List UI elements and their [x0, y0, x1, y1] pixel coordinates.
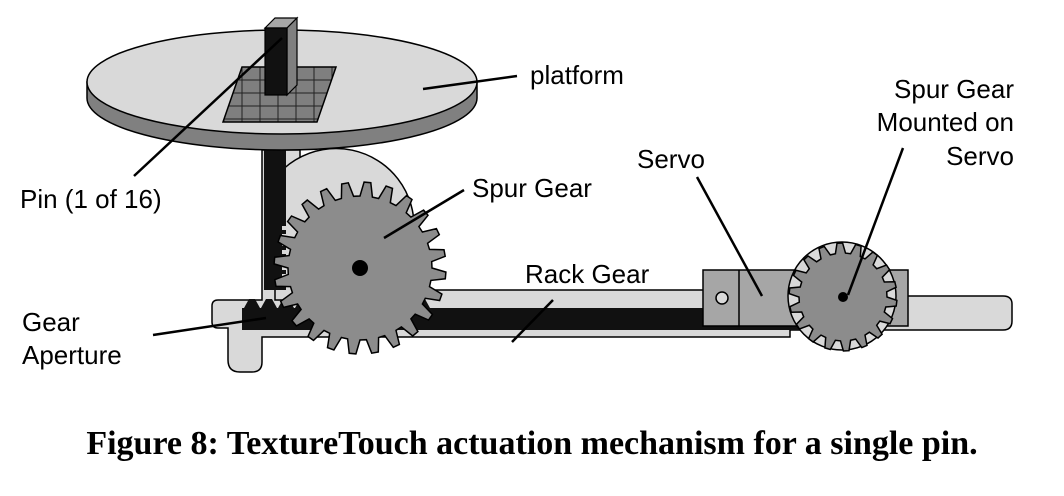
rack-gear-leader-line: [511, 299, 554, 343]
rack-tooth: [244, 299, 260, 308]
platform-leader-line: [422, 74, 518, 91]
platform-label: platform: [530, 60, 624, 90]
spur-gear-axle: [352, 260, 368, 276]
vertical-rack-tooth: [282, 226, 290, 230]
gear-aperture-label-line-2: Aperture: [22, 340, 122, 371]
figure-caption: Figure 8: TextureTouch actuation mechani…: [86, 425, 978, 462]
servo-gear-leader-line: [846, 147, 905, 296]
spur-gear: [273, 181, 447, 355]
spur-gear-label: Spur Gear: [472, 173, 592, 203]
pin-side: [286, 16, 298, 97]
servo-leader-line: [695, 176, 764, 297]
mechanism-diagram: [86, 16, 1013, 373]
vertical-rack-tooth: [282, 250, 290, 254]
servo-spur-gear-label-line-3: Servo: [946, 140, 1014, 171]
servo-spur-gear-label-line-1: Spur Gear: [894, 74, 1014, 104]
gear-aperture-label-line-1: Gear: [22, 307, 80, 337]
rack-gear-label: Rack Gear: [525, 259, 650, 289]
rack-tooth: [261, 299, 277, 308]
pin: [263, 16, 299, 97]
servo-spur-gear-label: Spur Gear Mounted on Servo: [877, 73, 1014, 173]
pin-front: [264, 27, 288, 96]
servo-mount-hole: [715, 291, 729, 305]
spur-gear-leader-line: [383, 188, 465, 240]
pin-label: Pin (1 of 16): [20, 184, 162, 214]
gear-aperture-leader-line: [152, 316, 267, 337]
servo-label: Servo: [637, 144, 705, 174]
servo-spur-gear-label-line-2: Mounted on: [876, 107, 1014, 138]
servo-spur-gear: [788, 242, 898, 352]
pin-leader-line: [133, 37, 283, 177]
gear-aperture-label: Gear Aperture: [22, 306, 122, 373]
servo-spur-gear-axle: [838, 292, 848, 302]
